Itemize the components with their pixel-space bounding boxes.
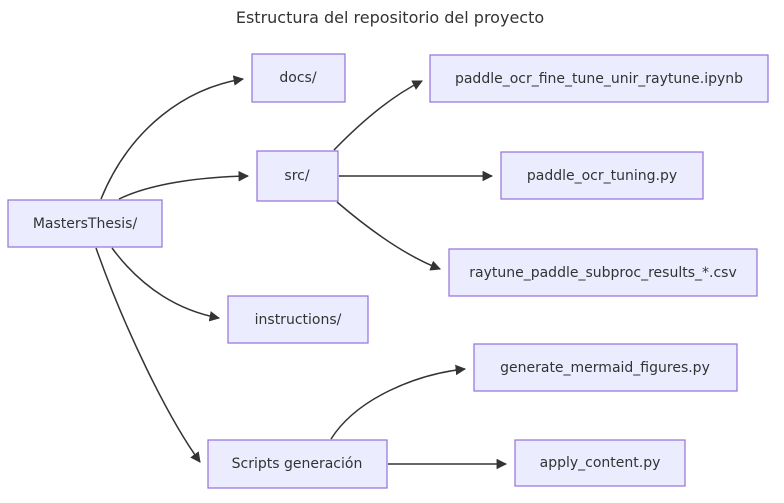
node-generate-label: generate_mermaid_figures.py xyxy=(500,360,710,376)
node-instructions: instructions/ xyxy=(227,295,369,344)
node-scripts: Scripts generación xyxy=(207,439,388,489)
node-instructions-label: instructions/ xyxy=(255,312,342,328)
node-apply: apply_content.py xyxy=(514,439,686,487)
node-ipynb-label: paddle_ocr_fine_tune_unir_raytune.ipynb xyxy=(455,71,743,87)
node-tuning-label: paddle_ocr_tuning.py xyxy=(527,168,677,184)
node-src: src/ xyxy=(256,150,339,202)
node-ipynb-box xyxy=(429,54,769,103)
node-docs: docs/ xyxy=(251,53,346,103)
node-scripts-label: Scripts generación xyxy=(232,456,363,472)
node-csv-box xyxy=(448,248,758,297)
node-ipynb: paddle_ocr_fine_tune_unir_raytune.ipynb xyxy=(429,54,769,103)
node-apply-label: apply_content.py xyxy=(540,455,661,471)
node-docs-label: docs/ xyxy=(279,70,316,86)
node-src-label: src/ xyxy=(284,168,309,184)
edge-root-docs xyxy=(100,75,245,200)
node-tuning: paddle_ocr_tuning.py xyxy=(500,151,704,200)
edge-root-src xyxy=(118,170,250,200)
edge-src-ipynb xyxy=(333,80,423,151)
node-generate: generate_mermaid_figures.py xyxy=(473,343,738,392)
node-apply-box xyxy=(514,439,686,487)
node-csv-label: raytune_paddle_subproc_results_*.csv xyxy=(469,265,737,281)
node-instructions-box xyxy=(227,295,369,344)
node-masters-thesis: MastersThesis/ xyxy=(7,199,163,248)
node-generate-box xyxy=(473,343,738,392)
edge-root-scripts xyxy=(95,247,201,463)
node-docs-box xyxy=(251,53,346,103)
edge-root-instructions xyxy=(111,247,221,322)
node-tuning-box xyxy=(500,151,704,200)
node-src-box xyxy=(256,150,339,202)
node-masters-thesis-box xyxy=(7,199,163,248)
node-masters-thesis-label: MastersThesis/ xyxy=(33,216,138,232)
node-csv: raytune_paddle_subproc_results_*.csv xyxy=(448,248,758,297)
diagram-title: Estructura del repositorio del proyecto xyxy=(236,8,544,27)
edge-scripts-generate xyxy=(330,364,467,440)
node-scripts-box xyxy=(207,439,388,489)
edge-src-csv xyxy=(336,201,441,271)
